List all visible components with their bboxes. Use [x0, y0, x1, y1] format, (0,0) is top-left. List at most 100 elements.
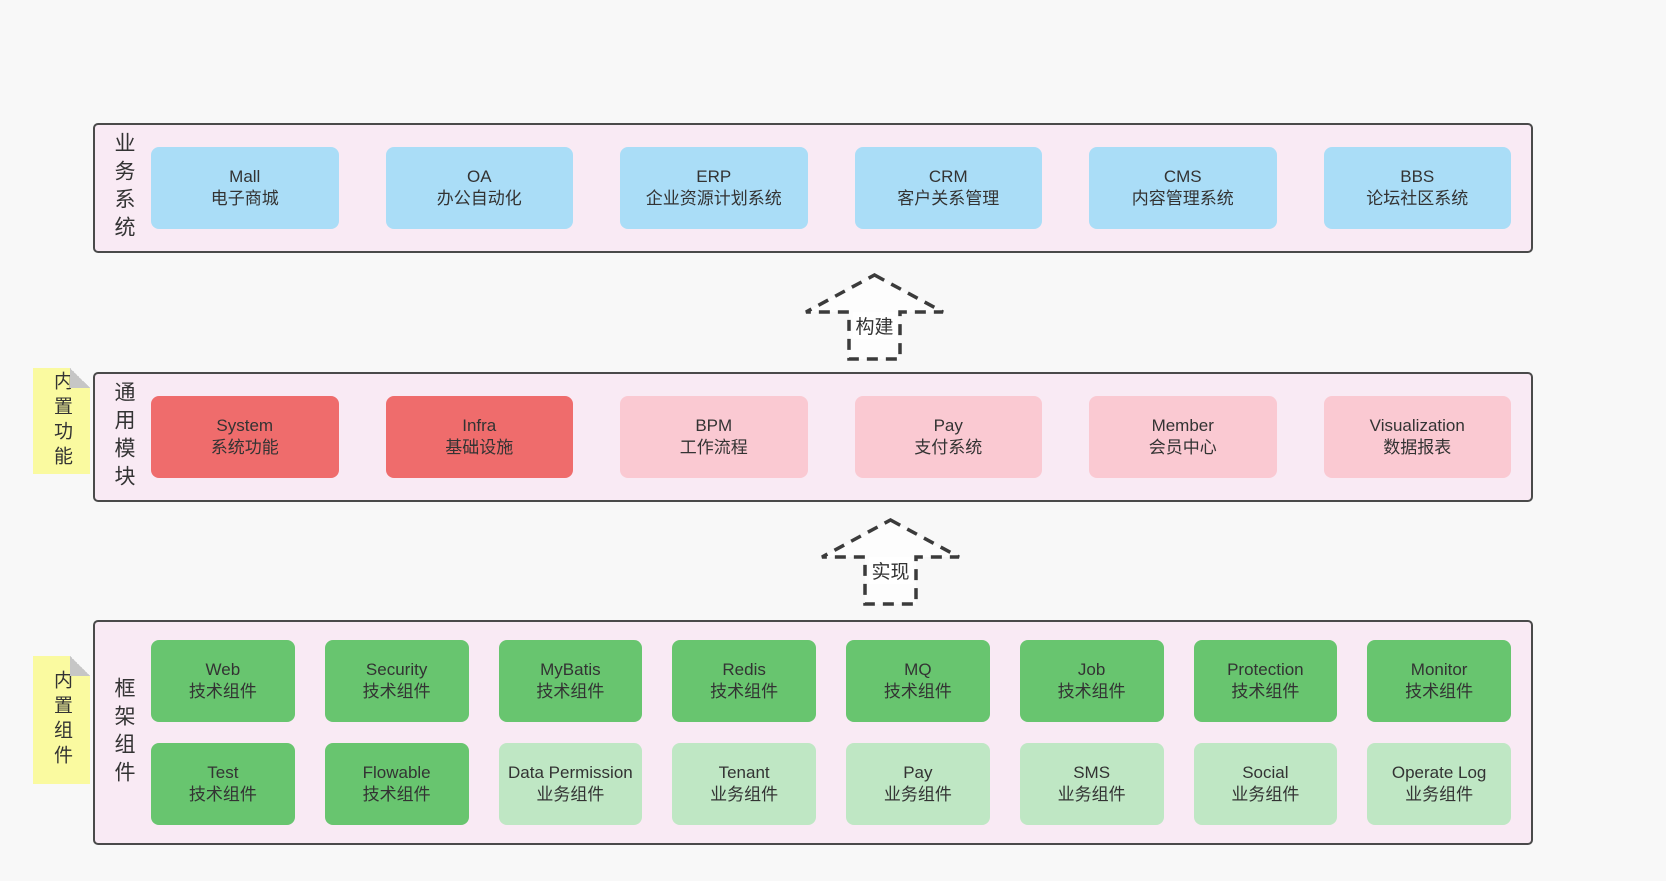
node-title: System [216, 415, 274, 435]
node-subtitle: 会员中心 [1148, 438, 1217, 457]
node-subtitle: 数据报表 [1383, 438, 1452, 457]
node-subtitle: 办公自动化 [436, 189, 522, 208]
node-title: Redis [722, 659, 766, 679]
node-pay: Pay 业务组件 [846, 743, 990, 825]
section-business-systems-label: 业务系统 [112, 132, 135, 244]
node-subtitle: 内容管理系统 [1131, 189, 1234, 208]
node-social: Social 业务组件 [1193, 743, 1338, 825]
node-subtitle: 技术组件 [1057, 682, 1126, 701]
node-subtitle: 技术组件 [536, 682, 605, 701]
node-cms: CMS 内容管理系统 [1089, 147, 1277, 229]
node-flowable: Flowable 技术组件 [324, 743, 469, 825]
node-title: BPM [695, 415, 733, 435]
node-bpm: BPM 工作流程 [620, 396, 808, 478]
node-title: CMS [1163, 166, 1202, 186]
node-row: Mall 电子商城 OA 办公自动化 ERP 企业资源计划系统 CRM 客户关系管理 CMS 内容… [151, 147, 1511, 229]
node-system: System 系统功能 [151, 396, 339, 478]
node-subtitle: 业务组件 [1405, 785, 1474, 804]
node-subtitle: 基础设施 [445, 438, 514, 457]
node-mybatis: MyBatis 技术组件 [498, 640, 643, 722]
node-subtitle: 系统功能 [210, 438, 279, 457]
node-oa: OA 办公自动化 [385, 147, 573, 229]
node-title: Tenant [718, 762, 770, 782]
node-title: Data Permission [508, 762, 633, 782]
sticky-fold-icon [70, 656, 90, 676]
node-redis: Redis 技术组件 [672, 640, 816, 722]
node-subtitle: 论坛社区系统 [1366, 189, 1469, 208]
node-subtitle: 电子商城 [210, 189, 279, 208]
node-subtitle: 客户关系管理 [897, 189, 1000, 208]
node-infra: Infra 基础设施 [385, 396, 573, 478]
node-subtitle: 支付系统 [914, 438, 983, 457]
sticky-built-in-components: 内置组件 [33, 656, 90, 784]
node-security: Security 技术组件 [324, 640, 469, 722]
node-title: Infra [462, 415, 497, 435]
node-subtitle: 业务组件 [1231, 785, 1300, 804]
node-test: Test 技术组件 [151, 743, 295, 825]
node-title: Mall [229, 166, 261, 186]
section-business-systems: 业务系统 Mall 电子商城 OA 办公自动化 ERP 企业资源计划系统 CRM 客户关系管理… [93, 123, 1533, 253]
node-title: Flowable [362, 762, 431, 782]
node-bbs: BBS 论坛社区系统 [1323, 147, 1511, 229]
node-title: BBS [1400, 166, 1435, 186]
node-title: Test [207, 762, 239, 782]
node-title: Protection [1227, 659, 1304, 679]
build-arrow-icon: 构建 [802, 272, 947, 362]
node-job: Job 技术组件 [1019, 640, 1164, 722]
node-title: Operate Log [1391, 762, 1487, 782]
section-common-modules: 通用模块 System 系统功能 Infra 基础设施 BPM 工作流程 Pay 支付系统 Me… [93, 372, 1533, 502]
node-subtitle: 技术组件 [1231, 682, 1300, 701]
node-subtitle: 业务组件 [536, 785, 605, 804]
node-title: Monitor [1410, 659, 1468, 679]
node-subtitle: 技术组件 [710, 682, 779, 701]
node-title: ERP [696, 166, 732, 186]
node-subtitle: 企业资源计划系统 [645, 189, 782, 208]
sticky-built-in-features-label: 内置功能 [51, 371, 72, 471]
node-visualization: Visualization 数据报表 [1323, 396, 1511, 478]
node-title: SMS [1073, 762, 1111, 782]
node-pay: Pay 支付系统 [854, 396, 1042, 478]
node-title: OA [466, 166, 492, 186]
node-title: MyBatis [540, 659, 601, 679]
node-title: Pay [933, 415, 963, 435]
node-subtitle: 技术组件 [188, 785, 257, 804]
node-subtitle: 工作流程 [679, 438, 748, 457]
node-crm: CRM 客户关系管理 [854, 147, 1042, 229]
implement-arrow-icon: 实现 [818, 517, 963, 607]
node-subtitle: 业务组件 [1057, 785, 1126, 804]
node-subtitle: 业务组件 [883, 785, 952, 804]
node-title: CRM [928, 166, 968, 186]
node-sms: SMS 业务组件 [1019, 743, 1164, 825]
sticky-built-in-features: 内置功能 [33, 368, 90, 474]
build-arrow-label: 构建 [852, 312, 897, 339]
business-systems-rows: Mall 电子商城 OA 办公自动化 ERP 企业资源计划系统 CRM 客户关系管理 CMS 内容… [151, 125, 1531, 251]
node-subtitle: 业务组件 [710, 785, 779, 804]
node-operate-log: Operate Log 业务组件 [1367, 743, 1511, 825]
implement-arrow-label: 实现 [868, 557, 913, 584]
sticky-built-in-components-label: 内置组件 [51, 670, 72, 770]
node-title: Security [365, 659, 428, 679]
node-title: Job [1077, 659, 1106, 679]
node-data-permission: Data Permission 业务组件 [498, 743, 643, 825]
node-subtitle: 技术组件 [362, 785, 431, 804]
node-tenant: Tenant 业务组件 [672, 743, 816, 825]
node-title: Visualization [1369, 415, 1465, 435]
sticky-fold-icon [70, 368, 90, 388]
node-title: Social [1242, 762, 1289, 782]
section-common-modules-label: 通用模块 [112, 381, 135, 493]
node-mall: Mall 电子商城 [151, 147, 339, 229]
node-subtitle: 技术组件 [362, 682, 431, 701]
node-title: Pay [903, 762, 933, 782]
node-title: MQ [904, 659, 932, 679]
node-erp: ERP 企业资源计划系统 [620, 147, 808, 229]
